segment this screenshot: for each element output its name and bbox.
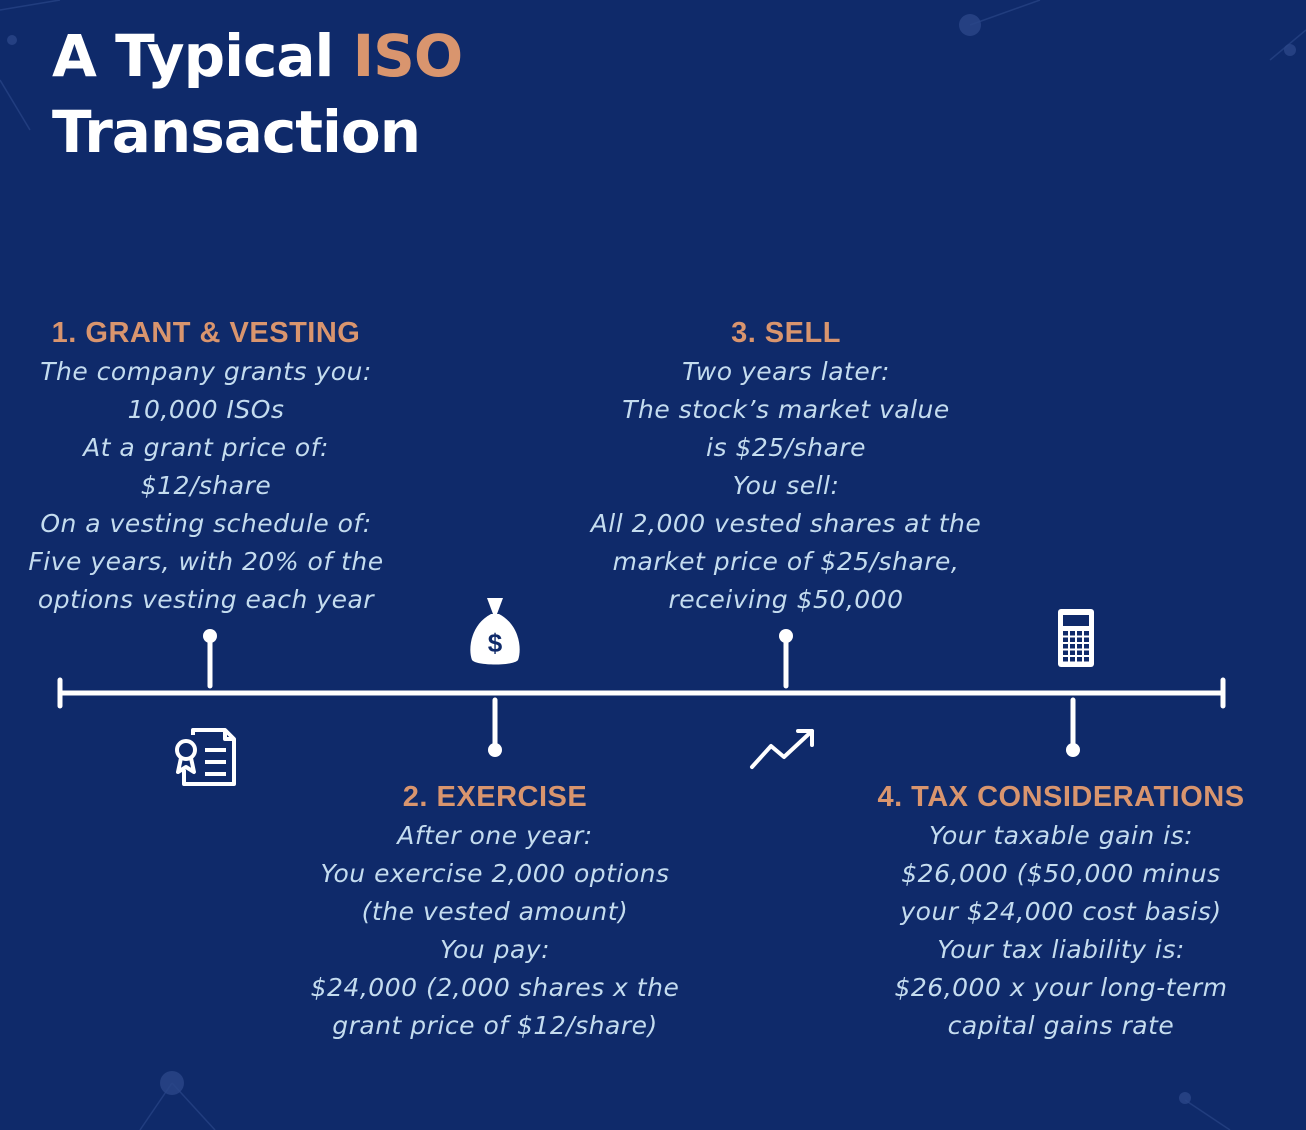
step-line: Five years, with 20% of the xyxy=(28,547,384,576)
step-grant-vesting: 1. GRANT & VESTING The company grants yo… xyxy=(0,313,412,619)
step-line: All 2,000 vested shares at the xyxy=(590,509,982,538)
step-line: receiving $50,000 xyxy=(668,585,904,614)
calculator-key xyxy=(1063,637,1068,642)
calculator-key xyxy=(1077,650,1082,655)
calculator-key xyxy=(1063,657,1068,662)
calculator-key xyxy=(1077,657,1082,662)
step-line: $26,000 ($50,000 minus xyxy=(901,859,1221,888)
calculator-key xyxy=(1070,657,1075,662)
step-heading: 1. GRANT & VESTING xyxy=(51,317,361,349)
calculator-icon xyxy=(1058,609,1094,667)
timeline-dot-step3 xyxy=(779,629,793,643)
step-line: You exercise 2,000 options xyxy=(320,859,670,888)
step-exercise: 2. EXERCISE After one year: You exercise… xyxy=(245,777,745,1045)
calculator-key xyxy=(1070,637,1075,642)
calculator-key xyxy=(1084,657,1089,662)
calculator-key xyxy=(1084,637,1089,642)
step-line: $12/share xyxy=(140,471,272,500)
calculator-key xyxy=(1063,650,1068,655)
calculator-key xyxy=(1063,644,1068,649)
calculator-key xyxy=(1070,631,1075,636)
step-sell: 3. SELL Two years later: The stock’s mar… xyxy=(540,313,1032,619)
step-heading: 4. TAX CONSIDERATIONS xyxy=(877,781,1245,813)
title-accent: ISO xyxy=(352,22,464,90)
calculator-key xyxy=(1063,631,1068,636)
step-line: (the vested amount) xyxy=(361,897,629,926)
calculator-key xyxy=(1077,644,1082,649)
timeline-dot-step4 xyxy=(1066,743,1080,757)
step-line: $26,000 x your long-term xyxy=(894,973,1228,1002)
timeline-dot-step1 xyxy=(203,629,217,643)
step-description: After one year: You exercise 2,000 optio… xyxy=(245,817,745,1045)
step-line: The stock’s market value xyxy=(622,395,950,424)
step-line: 10,000 ISOs xyxy=(127,395,285,424)
step-line: $24,000 (2,000 shares x the xyxy=(310,973,680,1002)
step-description: Two years later: The stock’s market valu… xyxy=(540,353,1032,619)
step-line: The company grants you: xyxy=(40,357,372,386)
title-prefix: A Typical xyxy=(52,22,353,90)
step-line: grant price of $12/share) xyxy=(332,1011,658,1040)
dollar-sign-icon: $ xyxy=(488,628,503,658)
step-tax-considerations: 4. TAX CONSIDERATIONS Your taxable gain … xyxy=(835,777,1287,1045)
calculator-key xyxy=(1077,637,1082,642)
step-line: You pay: xyxy=(439,935,551,964)
trending-up-icon xyxy=(750,729,814,769)
step-description: The company grants you: 10,000 ISOs At a… xyxy=(0,353,412,619)
title-line2: Transaction xyxy=(52,98,421,166)
step-description: Your taxable gain is: $26,000 ($50,000 m… xyxy=(835,817,1287,1045)
step-line: is $25/share xyxy=(706,433,866,462)
step-line: On a vesting schedule of: xyxy=(40,509,372,538)
money-bag-icon: $ xyxy=(470,598,520,665)
page-title: A Typical ISO Transaction xyxy=(52,18,464,170)
step-line: After one year: xyxy=(397,821,593,850)
step-line: capital gains rate xyxy=(947,1011,1175,1040)
step-heading: 2. EXERCISE xyxy=(402,781,588,813)
step-line: options vesting each year xyxy=(37,585,375,614)
step-line: your $24,000 cost basis) xyxy=(900,897,1222,926)
step-line: At a grant price of: xyxy=(83,433,329,462)
calculator-key xyxy=(1084,644,1089,649)
step-line: Your tax liability is: xyxy=(937,935,1185,964)
calculator-key xyxy=(1070,644,1075,649)
calculator-key xyxy=(1077,631,1082,636)
calculator-key xyxy=(1070,650,1075,655)
step-line: You sell: xyxy=(732,471,840,500)
calculator-key xyxy=(1084,631,1089,636)
calculator-key xyxy=(1084,650,1089,655)
step-line: market price of $25/share, xyxy=(612,547,960,576)
step-line: Two years later: xyxy=(682,357,890,386)
step-line: Your taxable gain is: xyxy=(928,821,1194,850)
certificate-document-icon xyxy=(175,728,236,786)
timeline-dot-step2 xyxy=(488,743,502,757)
step-heading: 3. SELL xyxy=(731,317,841,349)
